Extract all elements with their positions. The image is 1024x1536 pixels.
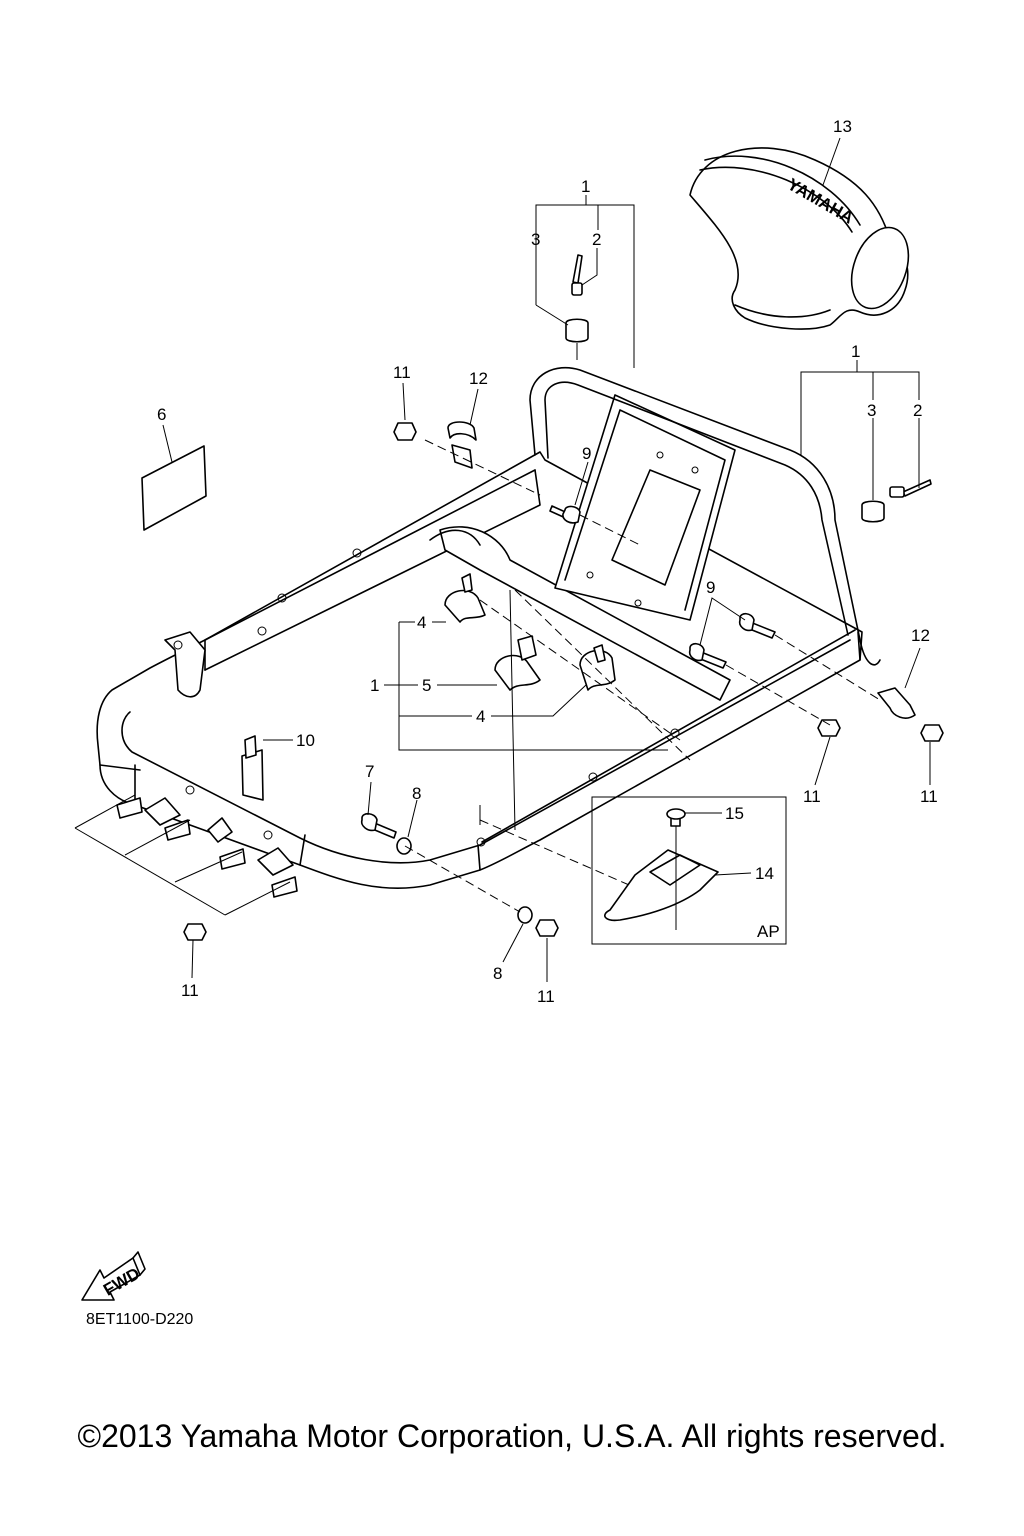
callout-13: 13 xyxy=(833,117,852,136)
callout-11-right-outer: 11 xyxy=(920,787,938,806)
callout-9-middle: 9 xyxy=(706,578,715,597)
callout-7: 7 xyxy=(365,762,374,781)
leader-lines xyxy=(162,137,931,982)
callout-1-left: 1 xyxy=(370,676,379,695)
callout-8-lower: 8 xyxy=(493,964,502,983)
callout-11-bottom: 11 xyxy=(537,987,555,1006)
ap-inset-label: AP xyxy=(757,922,780,941)
callout-1-top: 1 xyxy=(581,177,590,196)
ap-inset: AP xyxy=(591,796,787,945)
callout-5: 5 xyxy=(422,676,431,695)
callout-12-top: 12 xyxy=(469,369,488,388)
callout-2-top: 2 xyxy=(592,230,601,249)
callout-14: 14 xyxy=(755,864,774,883)
callout-12-right: 12 xyxy=(911,626,930,645)
callout-4-upper: 4 xyxy=(417,613,426,632)
callout-9-top: 9 xyxy=(582,444,591,463)
callout-10: 10 xyxy=(296,731,315,750)
handlebar-cover-part-13: YAMAHA xyxy=(689,147,910,330)
callout-3-right: 3 xyxy=(867,401,876,420)
drawing-code: 8ET1100-D220 xyxy=(86,1311,194,1328)
callout-11-top: 11 xyxy=(393,363,411,382)
callout-2-right: 2 xyxy=(913,401,922,420)
center-lines xyxy=(404,439,881,913)
callout-11-right-inner: 11 xyxy=(803,787,821,806)
callout-8-upper: 8 xyxy=(412,784,421,803)
frame-assembly xyxy=(74,366,881,916)
copyright-notice: ©2013 Yamaha Motor Corporation, U.S.A. A… xyxy=(77,1418,947,1454)
callout-6: 6 xyxy=(157,405,166,424)
callout-3-top: 3 xyxy=(531,230,540,249)
callout-4-lower: 4 xyxy=(476,707,485,726)
small-parts xyxy=(141,254,944,941)
callout-1-right: 1 xyxy=(851,342,860,361)
callout-15: 15 xyxy=(725,804,744,823)
fwd-arrow-icon: FWD xyxy=(81,1251,146,1301)
callout-11-bottom-left: 11 xyxy=(181,981,199,1000)
callout-numbers: 13 1 3 2 11 12 6 9 1 3 2 9 12 4 1 5 4 10… xyxy=(157,117,938,1006)
